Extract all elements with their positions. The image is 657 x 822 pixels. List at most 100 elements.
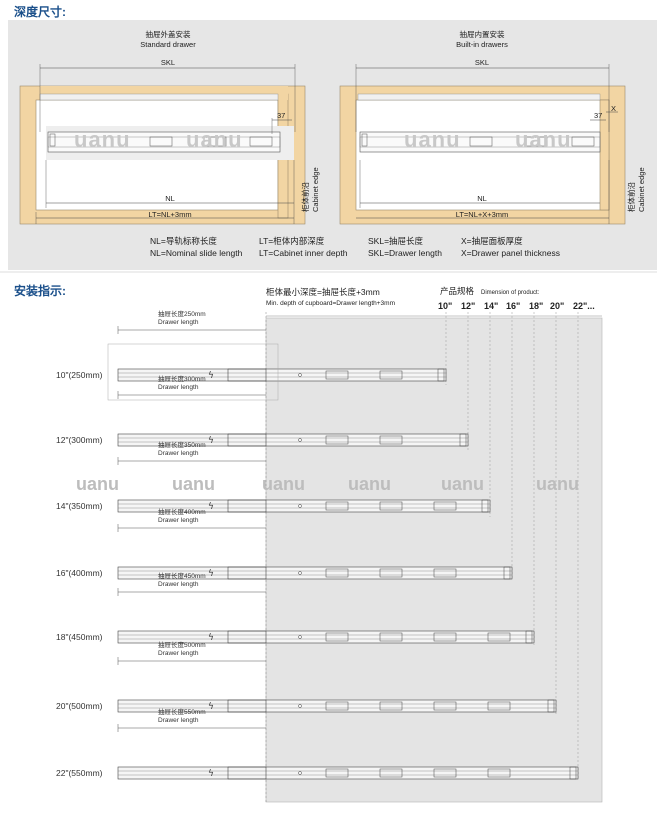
size-row-label: 16"(400mm)	[56, 568, 103, 578]
standard-nl-label: NL	[165, 194, 175, 203]
drawer-length-en: Drawer length	[158, 717, 199, 724]
standard-skl-label: SKL	[160, 58, 176, 67]
slide-pocket	[325, 501, 349, 511]
slide-pocket	[379, 501, 403, 511]
screw-hole	[298, 504, 302, 508]
builtin-cabinet	[339, 64, 626, 225]
slide-rail	[117, 368, 447, 382]
size-12: 12"	[461, 301, 476, 311]
slide-pocket	[433, 701, 457, 711]
screw-hole	[298, 373, 302, 377]
drawer-length-en: Drawer length	[158, 384, 199, 391]
slide-pocket	[487, 701, 511, 711]
slide-pocket	[487, 632, 511, 642]
watermark: uanu	[515, 127, 572, 152]
builtin-dim-x: X	[611, 104, 617, 113]
size-10: 10"	[438, 301, 453, 311]
screw-hole	[298, 771, 302, 775]
slide-end-bracket	[547, 699, 555, 713]
standard-cabinet	[19, 64, 306, 225]
slide-pocket	[379, 632, 403, 642]
slide-pocket	[433, 501, 457, 511]
cabinet-depth-area	[265, 317, 603, 803]
slide-rail	[117, 699, 557, 713]
slide-pocket	[379, 435, 403, 445]
slide-mark: ϟ	[208, 436, 214, 446]
slide-pocket	[325, 701, 349, 711]
watermark: uanu	[172, 474, 215, 494]
watermark: uanu	[76, 474, 119, 494]
drawer-length-en: Drawer length	[158, 450, 199, 457]
watermark: uanu	[536, 474, 579, 494]
slide-inner-member	[227, 699, 267, 713]
slide-rail	[117, 433, 469, 447]
slide-mark: ϟ	[208, 702, 214, 712]
size-row-label: 12"(300mm)	[56, 435, 103, 445]
slide-pocket	[325, 370, 349, 380]
drawer-length-cn: 抽屉长度450mm	[158, 573, 206, 580]
builtin-title-en: Built-in drawers	[456, 40, 508, 49]
slide-end-bracket	[437, 368, 445, 382]
install-section-title: 安装指示:	[14, 284, 66, 298]
size-row-label: 22"(550mm)	[56, 768, 103, 778]
slide-pocket	[325, 435, 349, 445]
depth-section-title: 深度尺寸:	[14, 5, 66, 19]
legend-skl-en: SKL=Drawer length	[368, 248, 442, 258]
drawer-length-cn: 抽屉长度350mm	[158, 442, 206, 449]
slide-end-bracket	[569, 766, 577, 780]
watermark: uanu	[404, 127, 461, 152]
slide-inner-member	[227, 368, 267, 382]
drawer-length-en: Drawer length	[158, 581, 199, 588]
drawer-length-en: Drawer length	[158, 319, 199, 326]
standard-dim-37: 37	[277, 111, 286, 120]
builtin-lt-label: LT=NL+X+3mm	[455, 210, 509, 219]
legend-item: X=抽屉面板厚度 X=Drawer panel thickness	[461, 235, 560, 259]
min-depth-cn: 柜体最小深度=抽屉长度+3mm	[266, 287, 380, 297]
slide-mark: ϟ	[208, 569, 214, 579]
size-16: 16"	[506, 301, 521, 311]
screw-hole	[298, 704, 302, 708]
size-14: 14"	[484, 301, 499, 311]
slide-pocket	[433, 568, 457, 578]
standard-lt-label: LT=NL+3mm	[148, 210, 192, 219]
watermark: uanu	[348, 474, 391, 494]
legend-x-en: X=Drawer panel thickness	[461, 248, 560, 258]
size-row-label: 10"(250mm)	[56, 370, 103, 380]
spec-en: Dimension of product:	[481, 290, 540, 296]
watermark: uanu	[74, 127, 131, 152]
drawer-length-cn: 抽屉长度250mm	[158, 311, 206, 318]
slide-end-bracket	[525, 630, 533, 644]
slide-mark: ϟ	[208, 502, 214, 512]
slide-inner-member	[227, 630, 267, 644]
slide-end-bracket	[459, 433, 467, 447]
spec-cn: 产品规格	[440, 286, 475, 296]
slide-pocket	[379, 768, 403, 778]
min-depth-en: Min. depth of cupboard=Drawer length+3mm	[266, 300, 395, 307]
slide-pocket	[325, 568, 349, 578]
slide-pocket	[325, 768, 349, 778]
size-row-label: 18"(450mm)	[56, 632, 103, 642]
size-row-label: 20"(500mm)	[56, 701, 103, 711]
standard-title-en: Standard drawer	[140, 40, 196, 49]
legend-nl-en: NL=Nominal slide length	[150, 248, 243, 258]
legend-lt-cn: LT=柜体内部深度	[259, 236, 325, 246]
slide-pocket	[433, 632, 457, 642]
slide-end-bracket	[503, 566, 511, 580]
legend-item: SKL=抽屉长度 SKL=Drawer length	[368, 235, 442, 259]
slide-inner-member	[227, 566, 267, 580]
screw-hole	[298, 438, 302, 442]
watermark: uanu	[441, 474, 484, 494]
drawer-length-en: Drawer length	[158, 517, 199, 524]
slide-pocket	[433, 768, 457, 778]
legend-item: LT=柜体内部深度 LT=Cabinet inner depth	[259, 235, 347, 259]
slide-mark: ϟ	[208, 769, 214, 779]
legend-skl-cn: SKL=抽屉长度	[368, 236, 424, 246]
slide-pocket	[325, 632, 349, 642]
legend-nl-cn: NL=导轨标称长度	[150, 236, 217, 246]
slide-rail	[117, 499, 491, 513]
builtin-skl-label: SKL	[474, 58, 490, 67]
drawer-length-cn: 抽屉长度550mm	[158, 709, 206, 716]
drawer-length-cn: 抽屉长度400mm	[158, 509, 206, 516]
